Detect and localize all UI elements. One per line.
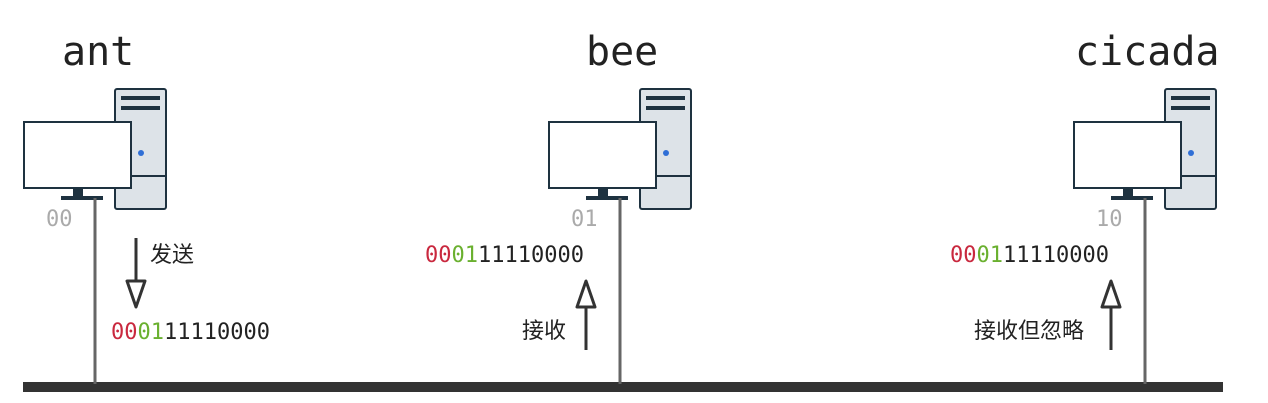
- frame-src: 01: [976, 243, 1004, 268]
- send-label: 发送: [150, 243, 195, 268]
- frame-payload: 11110000: [1003, 243, 1109, 268]
- computer-icon-ant: [23, 88, 167, 210]
- host-name-ant: ant: [62, 29, 135, 75]
- frame-dest: 00: [950, 243, 977, 268]
- frame-payload: 11110000: [164, 320, 270, 345]
- receive-arrow-cicada: [1100, 279, 1122, 350]
- shared-bus: [23, 382, 1223, 392]
- computer-icon-cicada: [1073, 88, 1217, 210]
- host-address-cicada: 10: [1096, 207, 1123, 232]
- frame-payload: 11110000: [478, 243, 584, 268]
- receive-label-bee: 接收: [522, 319, 567, 344]
- frame-bits-bee: 000111110000: [425, 245, 584, 267]
- host-name-bee: bee: [586, 29, 659, 75]
- frame-src: 01: [451, 243, 479, 268]
- host-address-ant: 00: [46, 207, 73, 232]
- frame-bits-ant: 000111110000: [111, 322, 270, 344]
- computer-icon-bee: [548, 88, 692, 210]
- receive-arrow-bee: [575, 279, 597, 350]
- host-name-cicada: cicada: [1075, 29, 1220, 75]
- frame-bits-cicada: 000111110000: [950, 245, 1109, 267]
- receive-ignore-label-cicada: 接收但忽略: [974, 319, 1085, 344]
- send-arrow: [125, 238, 147, 309]
- frame-dest: 00: [111, 320, 138, 345]
- frame-dest: 00: [425, 243, 452, 268]
- host-address-bee: 01: [571, 207, 598, 232]
- frame-src: 01: [137, 320, 165, 345]
